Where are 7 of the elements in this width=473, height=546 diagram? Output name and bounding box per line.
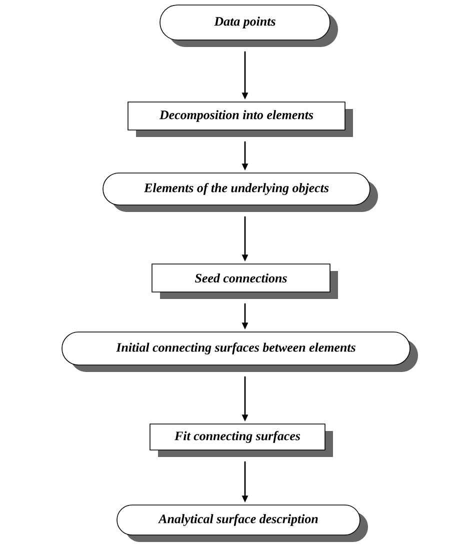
terminal-box: Elements of the underlying objects [102, 172, 378, 212]
terminal-box: Initial connecting surfaces between elements [62, 332, 418, 372]
terminal-box: Data points [160, 4, 338, 47]
process-box: Seed connections [152, 264, 338, 299]
process-box: Decomposition into elements [128, 102, 353, 137]
process-box: Fit connecting surfaces [150, 424, 333, 457]
terminal-box: Analytical surface description [116, 504, 368, 542]
